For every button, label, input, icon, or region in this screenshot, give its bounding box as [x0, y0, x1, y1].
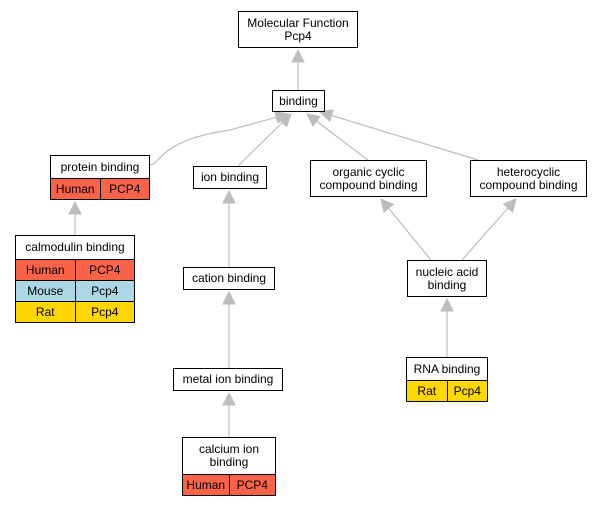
node-label-line: metal ion binding	[182, 372, 274, 386]
node-label: ion binding	[194, 167, 266, 188]
gene-cell: Pcp4	[74, 302, 135, 322]
edge-nucleic_acid-to-heterocyclic	[461, 207, 509, 261]
node-label-line: compound binding	[319, 178, 418, 192]
node-label-line: organic cyclic	[332, 165, 405, 179]
node-label-line: compound binding	[479, 178, 578, 192]
node-metal-ion-binding[interactable]: metal ion binding	[173, 368, 283, 391]
node-cation-binding[interactable]: cation binding	[183, 267, 275, 290]
edge-heterocyclic-to-binding	[331, 114, 479, 161]
node-label: cation binding	[184, 268, 274, 289]
node-label-line: binding	[209, 455, 249, 469]
node-label-line: RNA binding	[413, 362, 481, 376]
arrowhead	[291, 48, 305, 63]
edge-ion_binding-to-binding	[237, 121, 283, 167]
node-ion-binding[interactable]: ion binding	[193, 166, 267, 189]
arrowhead	[440, 297, 454, 312]
annotation-row: Human PCP4	[51, 178, 149, 199]
gene-cell: Pcp4	[446, 381, 488, 401]
annotation-row: Human PCP4	[16, 259, 134, 280]
gene-cell: Pcp4	[74, 281, 135, 301]
node-label-line: binding	[279, 94, 318, 108]
species-cell: Human	[55, 181, 95, 196]
node-label: metal ion binding	[174, 369, 282, 390]
node-label: binding	[273, 91, 324, 111]
node-label-line: nucleic acid	[415, 265, 479, 279]
arrowhead	[318, 109, 334, 123]
node-label-line: binding	[427, 278, 467, 292]
node-label-line: protein binding	[60, 160, 140, 174]
annotation-row: Rat Pcp4	[16, 301, 134, 322]
node-label-line: Pcp4	[284, 29, 312, 43]
species-cell: Rat	[35, 304, 55, 319]
edge-organic_cyclic-to-binding	[316, 120, 369, 161]
edge-nucleic_acid-to-organic_cyclic	[388, 207, 432, 261]
node-label-line: heterocyclic	[496, 165, 561, 179]
arrowhead	[222, 189, 236, 204]
arrowhead	[306, 113, 322, 127]
arrowhead	[222, 391, 236, 406]
species-cell: Human	[186, 477, 226, 492]
node-label-line: Molecular Function	[247, 16, 349, 30]
node-label-line: calcium ion	[198, 442, 260, 456]
node-binding[interactable]: binding	[272, 90, 325, 112]
annotation-row: Mouse Pcp4	[16, 280, 134, 301]
node-label: RNA binding	[407, 358, 487, 380]
arrowhead	[277, 113, 292, 128]
species-cell: Human	[25, 262, 65, 277]
node-label-line: ion binding	[200, 170, 260, 184]
arrowhead	[68, 200, 82, 215]
node-label-line: cation binding	[191, 271, 267, 285]
species-cell: Mouse	[27, 283, 64, 298]
arrowhead	[380, 198, 395, 213]
node-label: calmodulin binding	[16, 236, 134, 259]
arrowhead	[222, 290, 236, 305]
species-cell: Rat	[417, 383, 437, 398]
gene-cell: PCP4	[99, 179, 150, 199]
node-label: protein binding	[51, 156, 149, 178]
arrowhead	[502, 198, 517, 213]
edge-protein_binding-to-binding	[149, 116, 277, 166]
annotation-row: Rat Pcp4	[407, 380, 487, 401]
node-label-line: calmodulin binding	[25, 240, 125, 254]
gene-cell: PCP4	[228, 475, 276, 495]
gene-cell: PCP4	[74, 260, 135, 280]
